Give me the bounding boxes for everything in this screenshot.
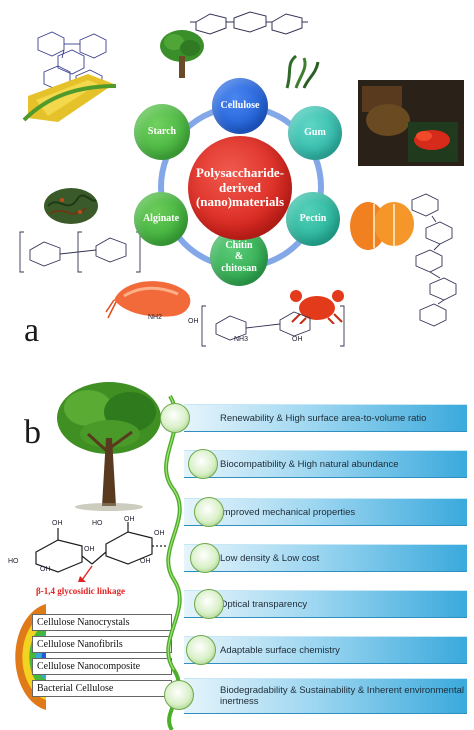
center-node: Polysaccharide- derived (nano)materials: [188, 136, 292, 240]
cellulose-structure-top: [190, 11, 308, 35]
property-icon-4: [190, 543, 220, 573]
property-3-label: Improved mechanical properties: [220, 506, 356, 518]
chem-ho-2: HO: [92, 520, 103, 527]
node-pectin-label: Pectin: [299, 213, 327, 225]
chem-label-oh-2: OH: [292, 336, 303, 343]
node-starch: Starch: [134, 104, 190, 160]
cellulose-type-3-label: Cellulose Nanocomposite: [37, 661, 141, 672]
chem-oh-4: OH: [124, 516, 135, 523]
property-bar-4: Low density & Low cost: [184, 544, 467, 572]
cellulose-type-4-label: Bacterial Cellulose: [37, 683, 114, 694]
node-starch-label: Starch: [147, 126, 177, 138]
alginate-source-image: [44, 188, 98, 224]
property-bar-6: Adaptable surface chemistry: [184, 636, 467, 664]
cellulose-type-1: Cellulose Nanocrystals: [32, 614, 172, 631]
property-bar-3: Improved mechanical properties: [184, 498, 467, 526]
tree-image: [160, 30, 204, 78]
node-gum-label: Gum: [304, 127, 326, 139]
property-7-label: Biodegradability & Sustainability & Inhe…: [220, 684, 464, 707]
property-bar-7: Biodegradability & Sustainability & Inhe…: [184, 678, 467, 714]
cellulose-type-1-label: Cellulose Nanocrystals: [37, 617, 130, 628]
property-bar-1: Renewability & High surface area-to-volu…: [184, 404, 467, 432]
alginate-structure: [19, 231, 141, 273]
shrimp-image: [105, 281, 191, 319]
panel-b: b OH HO OH OH HO OH OH OH β-1,4 glycosid…: [0, 370, 474, 730]
linkage-label: β-1,4 glycosidic linkage: [36, 586, 125, 596]
cellulose-type-2: Cellulose Nanofibrils: [32, 636, 172, 653]
property-icon-7: [164, 680, 194, 710]
property-2-label: Biocompatibility & High natural abundanc…: [220, 458, 399, 470]
panel-a-label: a: [24, 312, 40, 349]
property-4-label: Low density & Low cost: [220, 552, 320, 564]
cellulose-structure: [35, 522, 168, 582]
chem-label-oh-1: OH: [188, 318, 199, 325]
starch-structure: [22, 31, 117, 122]
chem-oh-6: OH: [140, 558, 151, 565]
property-6-label: Adaptable surface chemistry: [220, 644, 340, 656]
property-icon-1: [160, 403, 190, 433]
chem-oh-5: OH: [40, 566, 51, 573]
seaweed-image: [285, 54, 320, 89]
node-chitin-chitosan-label: Chitin & chitosan: [221, 239, 257, 274]
property-1-label: Renewability & High surface area-to-volu…: [220, 412, 427, 424]
chem-label-nh2: NH2: [148, 314, 163, 321]
chem-oh-1: OH: [52, 520, 63, 527]
panel-b-label: b: [24, 414, 41, 451]
property-5-label: Optical transparency: [220, 598, 308, 610]
property-icon-3: [194, 497, 224, 527]
chem-label-nh3: NH3: [234, 336, 249, 343]
cellulose-type-4: Bacterial Cellulose: [32, 680, 172, 697]
pectin-source-image: [350, 202, 414, 250]
property-icon-6: [186, 635, 216, 665]
cellulose-type-2-label: Cellulose Nanofibrils: [37, 639, 123, 650]
panel-a: NH2 OH NH3 OH Cellulose Gum Pectin Chiti…: [0, 0, 474, 360]
property-icon-2: [188, 449, 218, 479]
node-alginate: Alginate: [134, 192, 188, 246]
center-node-label: Polysaccharide- derived (nano)materials: [195, 164, 285, 210]
node-cellulose-label: Cellulose: [220, 100, 260, 112]
node-cellulose: Cellulose: [212, 78, 268, 134]
node-gum: Gum: [288, 106, 342, 160]
chitosan-structure: [201, 305, 345, 347]
node-alginate-label: Alginate: [142, 213, 180, 225]
crab-image: [290, 290, 344, 324]
chem-oh-3: OH: [154, 530, 165, 537]
property-bar-5: Optical transparency: [184, 590, 467, 618]
node-pectin: Pectin: [286, 192, 340, 246]
pectin-structure: [411, 193, 457, 327]
chem-oh-2: OH: [84, 546, 95, 553]
chem-ho-1: HO: [8, 558, 19, 565]
tree-image-b: [57, 382, 161, 511]
property-bar-2: Biocompatibility & High natural abundanc…: [184, 450, 467, 478]
property-icon-5: [194, 589, 224, 619]
gum-source-image: [358, 80, 464, 166]
